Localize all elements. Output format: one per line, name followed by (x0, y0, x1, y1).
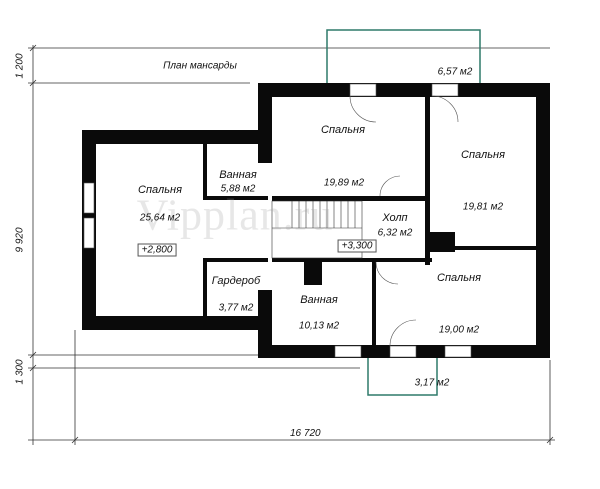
watermark: Vipplan.ru (136, 190, 334, 240)
balconies (326, 29, 481, 396)
plan-title: План мансарды (163, 60, 237, 72)
room-name: Ванная (300, 294, 338, 306)
room-area: 19,89 м2 (323, 177, 365, 189)
room-name: Спальня (437, 272, 481, 284)
room-name: Спальня (321, 124, 365, 136)
room-area: 3,77 м2 (218, 302, 254, 314)
dim-height: 9 920 (14, 227, 26, 253)
room-area: 19,81 м2 (462, 201, 504, 213)
level-mark: +3,300 (337, 239, 377, 253)
staircase (271, 200, 363, 259)
dim-top-offset: 1 200 (14, 53, 26, 79)
windows-doors (83, 83, 472, 358)
room-name: Ванная (219, 169, 257, 181)
room-area: 6,32 м2 (377, 227, 413, 239)
level-mark: +2,800 (137, 243, 177, 257)
balcony-area: 3,17 м2 (414, 377, 450, 389)
room-name: Холп (382, 212, 408, 224)
room-area: 19,00 м2 (438, 324, 480, 336)
balcony-area: 6,57 м2 (437, 66, 473, 78)
room-area: 25,64 м2 (139, 212, 181, 224)
walls (82, 83, 550, 358)
room-name: Спальня (138, 184, 182, 196)
dim-bottom-offset: 1 300 (14, 359, 26, 385)
dim-width: 16 720 (290, 428, 321, 439)
room-area: 5,88 м2 (220, 183, 256, 195)
room-name: Спальня (461, 149, 505, 161)
room-area: 10,13 м2 (298, 320, 340, 332)
dimension-lines (28, 44, 555, 445)
room-name: Гардероб (211, 275, 261, 287)
